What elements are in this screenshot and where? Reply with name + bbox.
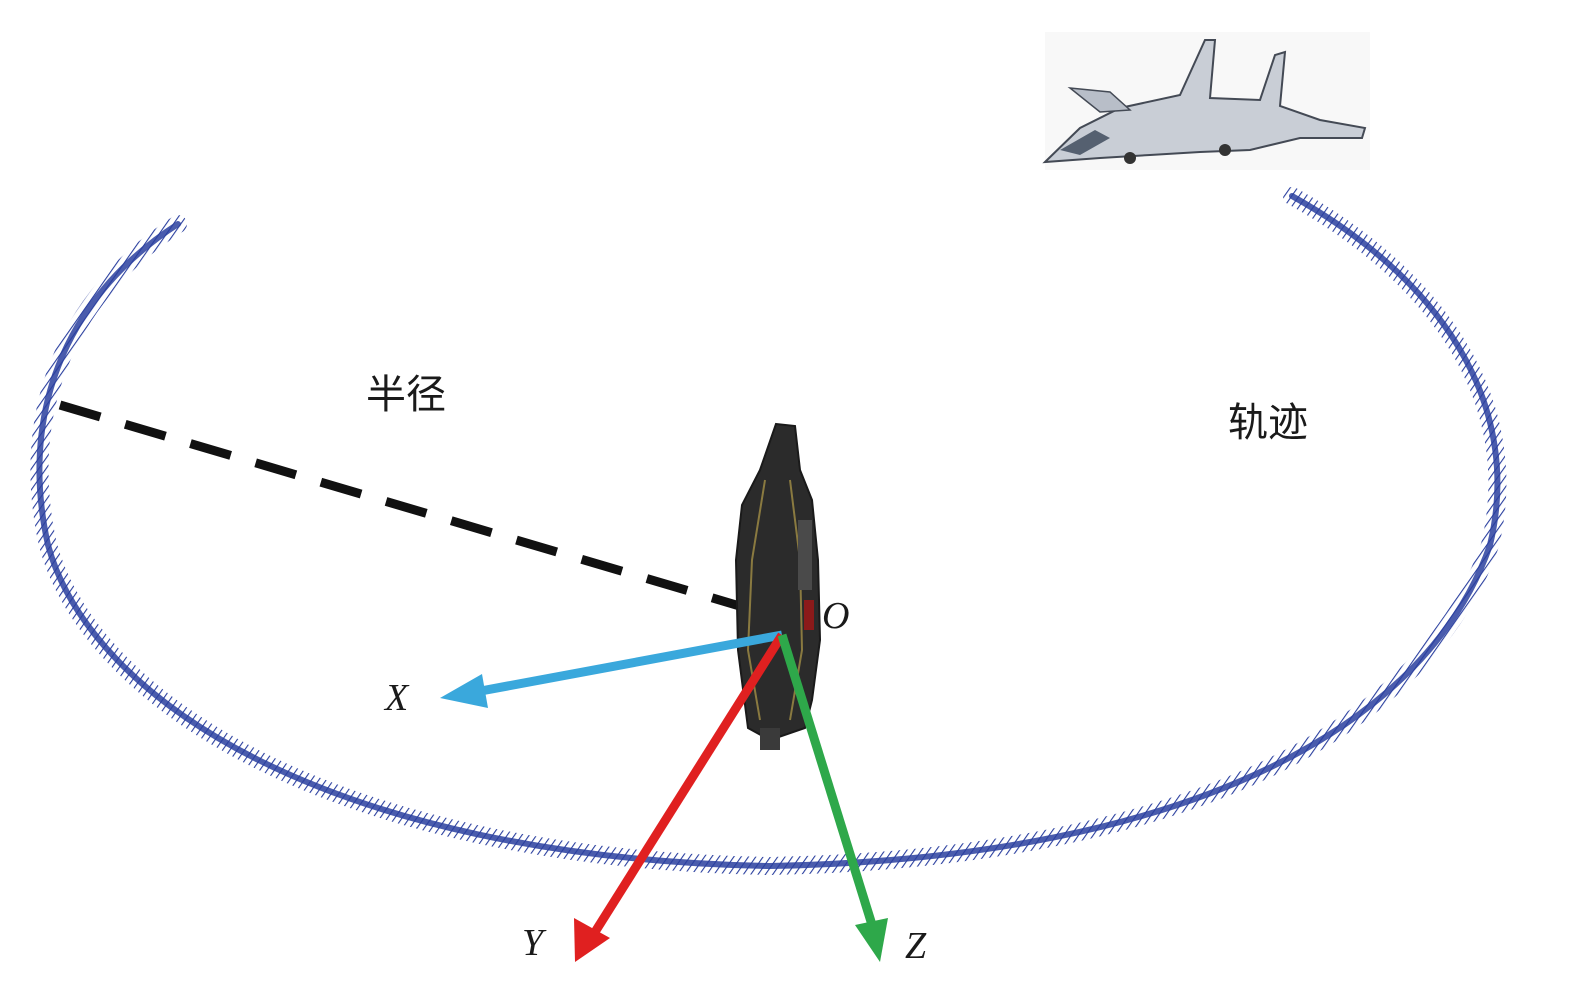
trajectory-label: 轨迹 <box>1228 400 1308 446</box>
radius-line <box>58 400 772 620</box>
z-axis-arrow <box>777 633 888 962</box>
radius-label: 半径 <box>366 372 446 418</box>
x-axis-arrow <box>440 630 783 708</box>
x-axis-label: X <box>383 677 410 719</box>
trajectory-arc-edge <box>36 193 1501 870</box>
fighter-jet-icon <box>1042 32 1370 170</box>
origin-label: O <box>822 595 849 637</box>
y-axis-label: Y <box>522 922 547 964</box>
trajectory-arc <box>30 187 1507 876</box>
aircraft-carrier-icon <box>734 422 822 750</box>
y-axis-arrow <box>574 632 786 962</box>
z-axis-label: Z <box>905 925 927 967</box>
